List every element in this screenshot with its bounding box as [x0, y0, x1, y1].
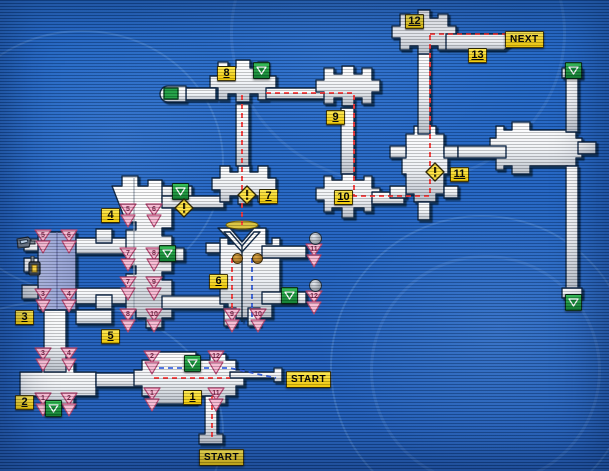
exit-tag-next[interactable]: NEXT	[505, 31, 544, 48]
lamp-device-icon	[28, 255, 42, 283]
door-arrow-number: 9	[230, 311, 234, 318]
save-room8[interactable]	[253, 62, 270, 79]
door-arrow-10[interactable]: 10	[145, 308, 163, 334]
sphere-cap-2	[309, 279, 322, 292]
save-chevron-icon	[256, 66, 267, 75]
room-number-6[interactable]: 6	[209, 274, 228, 289]
save-chevron-icon	[568, 298, 579, 307]
door-arrow-number: 8	[126, 311, 130, 318]
orb-room6-right	[252, 253, 263, 264]
orb-room6-left	[232, 253, 243, 264]
save-room2[interactable]	[45, 400, 62, 417]
door-arrow-5[interactable]: 5	[119, 203, 137, 229]
door-arrow-3[interactable]: 3	[34, 347, 52, 373]
warning-diamond-icon	[425, 162, 445, 182]
background-arc	[370, 255, 601, 471]
exit-tag-start-right[interactable]: START	[286, 371, 332, 388]
save-chevron-icon	[568, 66, 579, 75]
door-arrow-number: 4	[67, 350, 71, 357]
room-number-9[interactable]: 9	[326, 110, 345, 125]
save-room4-lower[interactable]	[159, 245, 176, 262]
door-arrow-12[interactable]: 12	[305, 290, 323, 316]
door-arrow-number: 10	[254, 311, 262, 318]
door-arrow-5[interactable]: 5	[34, 229, 52, 255]
door-arrow-number: 11	[212, 390, 220, 397]
door-arrow-number: 9	[152, 279, 156, 286]
room-number-2[interactable]: 2	[15, 395, 34, 410]
door-arrow-number: 3	[41, 291, 45, 298]
warning-diamond-icon	[174, 198, 194, 218]
room-number-13[interactable]: 13	[468, 48, 487, 63]
door-arrow-number: 5	[126, 206, 130, 213]
room-number-4[interactable]: 4	[101, 208, 120, 223]
room-number-3[interactable]: 3	[15, 310, 34, 325]
door-arrow-number: 6	[152, 206, 156, 213]
door-arrow-9[interactable]: 9	[223, 308, 241, 334]
door-arrow-4[interactable]: 4	[60, 347, 78, 373]
warning-diamond-icon	[237, 185, 257, 205]
door-arrow-number: 3	[41, 350, 45, 357]
door-arrow-number: 7	[126, 250, 130, 257]
door-arrow-number: 11	[310, 246, 318, 253]
door-arrow-8[interactable]: 8	[119, 308, 137, 334]
save-corridor-top[interactable]	[565, 62, 582, 79]
room-number-1[interactable]: 1	[183, 390, 202, 405]
door-arrow-2[interactable]: 2	[60, 392, 78, 418]
save-corridor-bot[interactable]	[565, 294, 582, 311]
door-arrow-9[interactable]: 9	[145, 276, 163, 302]
background-arc	[330, 215, 609, 471]
path-blue	[150, 258, 277, 379]
save-chevron-icon	[48, 404, 59, 413]
save-room1[interactable]	[184, 355, 201, 372]
room-number-7[interactable]: 7	[259, 189, 278, 204]
door-arrow-number: 7	[126, 279, 130, 286]
warn-room4[interactable]	[174, 198, 194, 218]
door-arrow-number: 10	[150, 311, 158, 318]
door-arrow-number: 1	[150, 390, 154, 397]
door-arrow-7[interactable]: 7	[119, 247, 137, 273]
door-arrow-6[interactable]: 6	[145, 203, 163, 229]
save-room6-right[interactable]	[281, 287, 298, 304]
door-arrow-7[interactable]: 7	[119, 276, 137, 302]
save-chevron-icon	[162, 249, 173, 258]
door-arrow-11[interactable]: 11	[305, 243, 323, 269]
monitor-device-icon	[16, 236, 36, 256]
door-arrow-3[interactable]: 3	[34, 288, 52, 314]
door-arrow-10[interactable]: 10	[249, 308, 267, 334]
exit-tag-start-bottom[interactable]: START	[199, 449, 245, 466]
save-room4-upper[interactable]	[172, 183, 189, 200]
room-number-8[interactable]: 8	[217, 66, 236, 81]
sphere-cap-1	[309, 232, 322, 245]
door-arrow-number: 5	[41, 232, 45, 239]
door-arrow-number: 2	[67, 395, 71, 402]
room-number-5[interactable]: 5	[101, 329, 120, 344]
path-red	[154, 33, 512, 440]
door-arrow-number: 12	[212, 353, 220, 360]
door-arrow-number: 8	[152, 250, 156, 257]
door-arrow-6[interactable]: 6	[60, 229, 78, 255]
door-arrow-number: 1	[41, 395, 45, 402]
warn-room11[interactable]	[425, 162, 445, 182]
room-number-10[interactable]: 10	[334, 190, 353, 205]
warn-room7[interactable]	[237, 185, 257, 205]
door-arrow-1[interactable]: 1	[143, 387, 161, 413]
door-arrow-12[interactable]: 12	[207, 350, 225, 376]
door-arrow-4[interactable]: 4	[60, 288, 78, 314]
door-arrow-number: 4	[67, 291, 71, 298]
door-arrow-11[interactable]: 11	[207, 387, 225, 413]
door-arrow-number: 2	[150, 353, 154, 360]
save-chevron-icon	[187, 359, 198, 368]
save-chevron-icon	[175, 187, 186, 196]
door-arrow-number: 12	[310, 293, 318, 300]
room-number-12[interactable]: 12	[405, 14, 424, 29]
door-arrow-number: 6	[67, 232, 71, 239]
room-number-11[interactable]: 11	[450, 167, 469, 182]
save-chevron-icon	[284, 291, 295, 300]
door-arrow-8[interactable]: 8	[145, 247, 163, 273]
door-arrow-2[interactable]: 2	[143, 350, 161, 376]
